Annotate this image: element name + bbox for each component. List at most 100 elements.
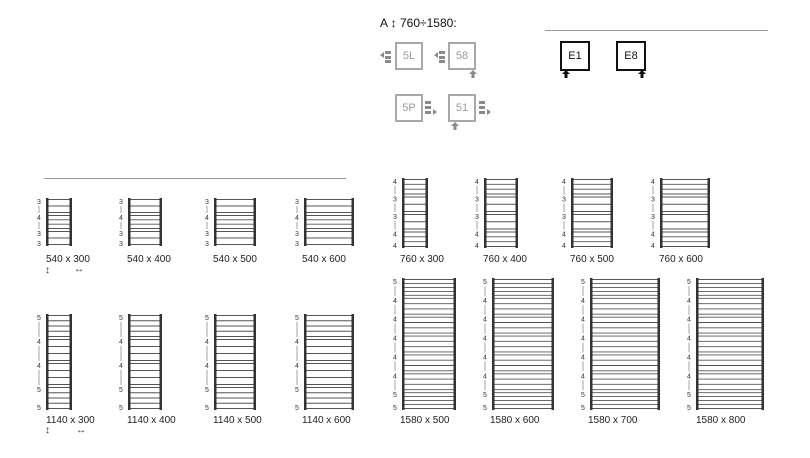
model-size-label: 540 x 400 — [127, 254, 171, 265]
segment-count: 3 — [651, 197, 655, 204]
segment-count: 4 — [687, 373, 691, 380]
segment-count: 4 — [37, 215, 41, 222]
segment-count: 4 — [687, 298, 691, 305]
segment-count: 3 — [295, 241, 299, 248]
segment-count: 4 — [393, 179, 397, 186]
segment-count: 4 — [475, 179, 479, 186]
segment-count: 4 — [475, 232, 479, 239]
segment-count: 3 — [562, 197, 566, 204]
vertical-arrow-icon: ↕ — [45, 265, 50, 276]
segment-count: 3 — [37, 199, 41, 206]
connection-58: 58 — [448, 42, 476, 70]
segment-count: 3 — [393, 197, 397, 204]
segment-count: 3 — [119, 241, 123, 248]
radiator-rail — [46, 314, 49, 410]
segment-count: 5 — [483, 392, 487, 399]
radiator-rail — [253, 314, 256, 410]
segment-count: 4 — [687, 354, 691, 361]
segment-count: 5 — [687, 405, 691, 412]
radiator-rail — [453, 278, 456, 410]
segment-count: 4 — [393, 354, 397, 361]
model-size-label: 760 x 600 — [659, 254, 703, 265]
segment-count: 3 — [475, 197, 479, 204]
pipe-arrows-icon — [380, 51, 391, 63]
segment-count: 4 — [119, 339, 123, 346]
pipe-arrows-icon — [479, 101, 491, 115]
segment-count: 5 — [483, 405, 487, 412]
pipe-arrows-icon — [434, 51, 445, 63]
connection-code: E8 — [624, 50, 638, 62]
segment-count: 3 — [651, 214, 655, 221]
model-size-label: 1580 x 500 — [400, 415, 450, 426]
radiator-rail — [660, 178, 663, 248]
radiator-rail — [253, 198, 256, 246]
radiator-rail — [351, 198, 354, 246]
radiator-rail — [551, 278, 554, 410]
radiator-rail — [304, 198, 307, 246]
segment-count: 5 — [483, 279, 487, 286]
radiator-rail — [159, 198, 162, 246]
segment-count: 5 — [119, 405, 123, 412]
connection-code: 5P — [402, 102, 416, 114]
segment-count: 3 — [295, 199, 299, 206]
segment-count: 4 — [483, 354, 487, 361]
connection-E1: E1 — [560, 41, 590, 71]
segment-count: 5 — [295, 405, 299, 412]
connection-code: 58 — [455, 50, 469, 62]
segment-count: 4 — [581, 317, 585, 324]
divider-top-right — [545, 30, 768, 31]
radiator-rail — [159, 314, 162, 410]
segment-count: 3 — [37, 241, 41, 248]
segment-count: 5 — [581, 392, 585, 399]
segment-count: 4 — [581, 298, 585, 305]
segment-count: 4 — [651, 232, 655, 239]
model-size-label: 760 x 500 — [570, 254, 614, 265]
segment-count: 5 — [393, 279, 397, 286]
segment-count: 4 — [651, 243, 655, 250]
segment-count: 4 — [393, 336, 397, 343]
radiator-rail — [761, 278, 764, 410]
radiator-rail — [46, 198, 49, 246]
radiator-rail — [128, 198, 131, 246]
segment-count: 4 — [393, 243, 397, 250]
segment-count: 5 — [581, 279, 585, 286]
divider-left — [44, 178, 346, 179]
segment-count: 4 — [687, 336, 691, 343]
vertical-arrow-icon: ↕ — [45, 425, 50, 436]
connection-code: E1 — [568, 50, 582, 62]
segment-count: 3 — [37, 231, 41, 238]
segment-count: 4 — [119, 363, 123, 370]
model-size-label: 1580 x 600 — [490, 415, 540, 426]
segment-count: 4 — [687, 317, 691, 324]
radiator-rail — [128, 314, 131, 410]
model-size-label: 540 x 500 — [213, 254, 257, 265]
segment-count: 5 — [205, 405, 209, 412]
segment-count: 3 — [393, 214, 397, 221]
radiator-drawing: 3 4 3 3 — [37, 198, 72, 248]
segment-count: 4 — [393, 317, 397, 324]
segment-count: 3 — [205, 199, 209, 206]
segment-count: 4 — [483, 317, 487, 324]
radiator-rail — [402, 178, 405, 248]
model-size-label: 1140 x 600 — [302, 415, 351, 426]
segment-count: 4 — [483, 373, 487, 380]
radiator-rail — [657, 278, 660, 410]
model-size-label: 540 x 300 — [46, 254, 90, 265]
segment-count: 3 — [475, 214, 479, 221]
connection-5L: 5L — [395, 42, 423, 70]
connection-code: 51 — [455, 102, 469, 114]
radiator-rail — [402, 278, 405, 410]
radiator-rail — [515, 178, 518, 248]
segment-count: 3 — [295, 231, 299, 238]
segment-count: 3 — [205, 231, 209, 238]
pipe-bottom-icon — [469, 70, 477, 78]
